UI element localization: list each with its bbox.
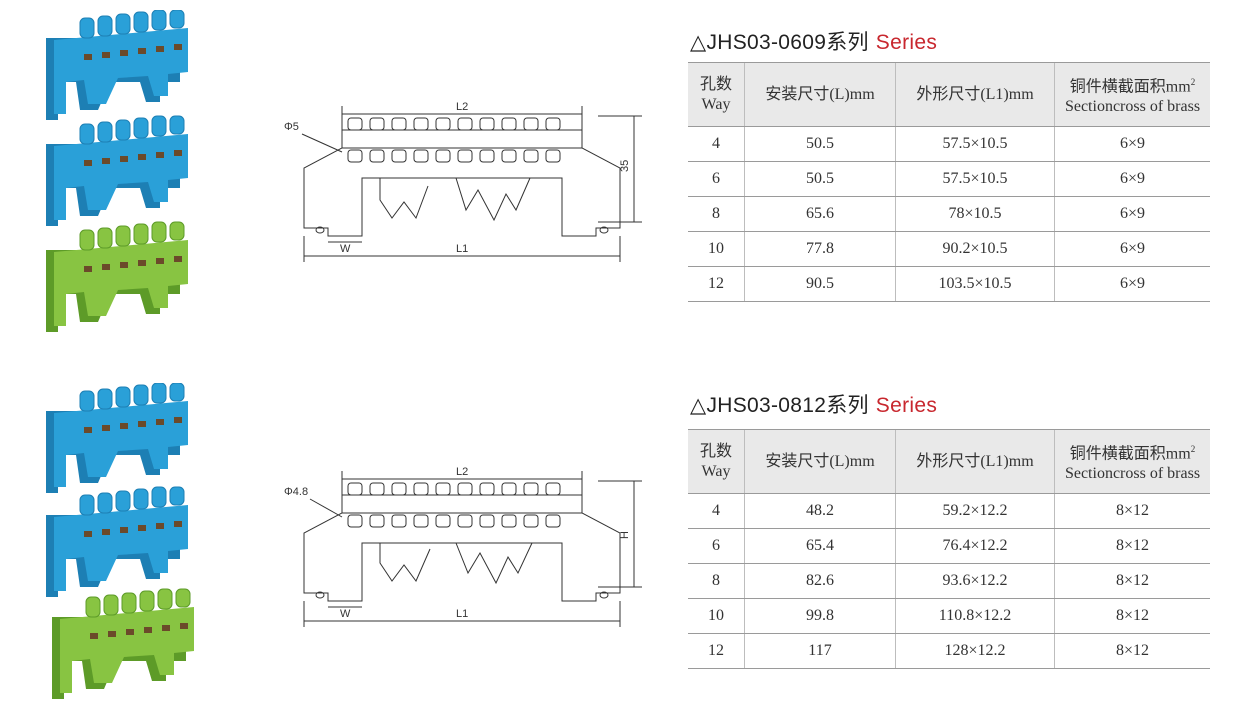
cell-way: 6	[688, 161, 745, 197]
cell-l: 50.5	[744, 126, 896, 162]
cell-way: 4	[688, 126, 745, 162]
l2-label: L2	[456, 101, 468, 113]
cell-l: 90.5	[744, 266, 896, 302]
cell-l: 48.2	[744, 493, 896, 529]
product-photos	[40, 9, 220, 340]
series-title: △JHS03-0812系列 Series	[690, 389, 937, 419]
header-outer-size: 外形尺寸(L1)mm	[895, 429, 1055, 494]
l1-label: L1	[456, 608, 468, 620]
cell-l1: 128×12.2	[895, 633, 1055, 669]
header-install-size: 安装尺寸(L)mm	[744, 62, 896, 127]
cell-way: 4	[688, 493, 745, 529]
cell-l1: 57.5×10.5	[895, 161, 1055, 197]
cell-brass: 8×12	[1054, 633, 1210, 669]
header-install-size: 安装尺寸(L)mm	[744, 429, 896, 494]
cell-l: 65.4	[744, 528, 896, 564]
cell-way: 12	[688, 266, 745, 302]
cell-brass: 6×9	[1054, 196, 1210, 232]
technical-drawing: L2 L1 Φ5 35 W	[280, 90, 650, 290]
header-outer-size: 外形尺寸(L1)mm	[895, 62, 1055, 127]
cell-way: 12	[688, 633, 745, 669]
green-terminal-bar-photo	[46, 221, 188, 332]
cell-l1: 90.2×10.5	[895, 231, 1055, 267]
cell-brass: 8×12	[1054, 493, 1210, 529]
green-terminal-bar-photo	[52, 588, 194, 699]
width-label: W	[340, 243, 351, 255]
cell-brass: 6×9	[1054, 231, 1210, 267]
cell-l1: 78×10.5	[895, 196, 1055, 232]
cell-l: 82.6	[744, 563, 896, 599]
blue-terminal-bar-photo	[46, 9, 188, 120]
cell-l: 99.8	[744, 598, 896, 634]
product-photos	[40, 382, 220, 713]
cell-brass: 8×12	[1054, 528, 1210, 564]
l2-label: L2	[456, 466, 468, 478]
cell-way: 8	[688, 196, 745, 232]
cell-l1: 93.6×12.2	[895, 563, 1055, 599]
cell-way: 10	[688, 231, 745, 267]
blue-terminal-bar-photo	[46, 486, 188, 597]
cell-brass: 8×12	[1054, 598, 1210, 634]
cell-l1: 110.8×12.2	[895, 598, 1055, 634]
series-model: △JHS03-0812系列	[690, 394, 869, 417]
width-label: W	[340, 608, 351, 620]
cell-l: 50.5	[744, 161, 896, 197]
height-label: 35	[619, 160, 631, 172]
cell-l1: 76.4×12.2	[895, 528, 1055, 564]
cell-l: 65.6	[744, 196, 896, 232]
cell-way: 10	[688, 598, 745, 634]
cell-brass: 6×9	[1054, 126, 1210, 162]
cell-way: 6	[688, 528, 745, 564]
series-label: Series	[875, 394, 938, 417]
technical-drawing: L2 L1 Φ4.8 H W	[280, 455, 650, 655]
blue-terminal-bar-photo	[46, 382, 188, 493]
l1-label: L1	[456, 243, 468, 255]
cell-way: 8	[688, 563, 745, 599]
cell-l1: 59.2×12.2	[895, 493, 1055, 529]
cell-l: 117	[744, 633, 896, 669]
cell-brass: 6×9	[1054, 161, 1210, 197]
cell-l1: 103.5×10.5	[895, 266, 1055, 302]
cell-l1: 57.5×10.5	[895, 126, 1055, 162]
height-label: H	[619, 531, 631, 539]
blue-terminal-bar-photo	[46, 115, 188, 226]
series-model: △JHS03-0609系列	[690, 31, 869, 54]
cell-brass: 8×12	[1054, 563, 1210, 599]
hole-diameter-label: Φ5	[284, 121, 299, 133]
hole-diameter-label: Φ4.8	[284, 486, 308, 498]
cell-brass: 6×9	[1054, 266, 1210, 302]
series-label: Series	[875, 31, 938, 54]
series-title: △JHS03-0609系列 Series	[690, 26, 937, 56]
cell-l: 77.8	[744, 231, 896, 267]
